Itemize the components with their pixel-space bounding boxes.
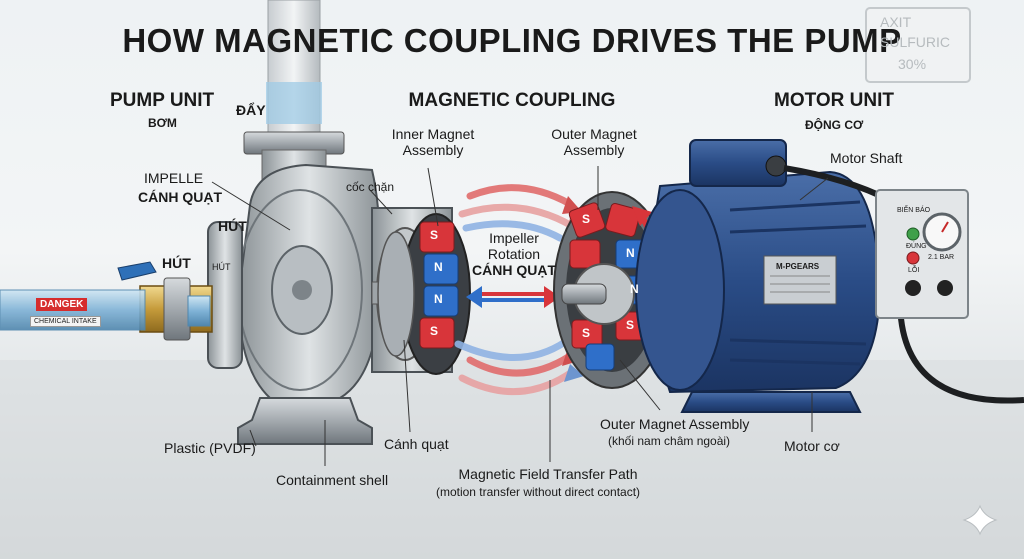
cup-label: cốc chặn — [346, 180, 395, 194]
rotation-arrowhead-red — [632, 206, 652, 226]
control-cable — [897, 299, 1024, 404]
pump-subheading: BƠM — [148, 116, 177, 130]
impeller-rotation-label-vi: CÁNH QUẠT — [472, 262, 556, 278]
inner-pole-3: N — [434, 292, 443, 306]
control-label-green: ĐÚNG — [906, 243, 927, 250]
inner-magnet-label: Inner Magnet Assembly — [391, 126, 475, 158]
transfer-double-arrow — [466, 286, 560, 308]
discharge-hose — [267, 0, 321, 151]
coupling-heading: MAGNETIC COUPLING — [408, 90, 616, 111]
containment-label: Containment shell — [276, 472, 389, 488]
motor-subheading: ĐỘNG CƠ — [805, 118, 864, 132]
field-arrows — [454, 184, 576, 396]
suction-flange — [207, 221, 243, 369]
discharge-label: ĐẨY — [236, 102, 266, 118]
blade-label: Cánh quạt — [384, 436, 449, 452]
outer-pole-4: S — [626, 318, 635, 332]
motor-bottom-label: Motor cơ — [784, 438, 840, 454]
suction-hose-short — [187, 295, 211, 327]
outer-pole-5: S — [582, 326, 591, 340]
valve-handle — [117, 261, 157, 281]
inner-pole-2: N — [434, 260, 443, 274]
field-path-label: Magnetic Field Transfer Path — [458, 466, 638, 482]
control-label-top: BIỂN BÁO — [897, 207, 931, 214]
cable-gland — [765, 155, 787, 177]
motor-foot — [680, 391, 862, 413]
pump-heading: PUMP UNIT — [110, 90, 215, 111]
warning-label: DANGEK — [36, 298, 88, 311]
wall-sign-line-3: 30% — [898, 56, 927, 72]
inner-magnet-ring — [377, 213, 471, 375]
gauge-label: 2.1 BAR — [928, 254, 955, 261]
suction-label-1: HÚT — [218, 218, 247, 234]
control-box — [875, 189, 969, 319]
outer-pole-1: S — [582, 212, 591, 226]
field-path-note: (motion transfer without direct contact) — [435, 485, 641, 499]
wall-sign-line-2: SULFURIC — [880, 34, 951, 50]
inner-pole-4: S — [430, 324, 439, 338]
motor-shaft-label: Motor Shaft — [830, 150, 903, 166]
nameplate-brand: M-PGEARS — [776, 262, 820, 271]
outer-magnet-label-bottom: Outer Magnet Assembly — [600, 416, 750, 432]
discharge-water — [266, 82, 322, 124]
impeller-label-vi: CÁNH QUẠT — [138, 189, 222, 205]
impeller-label-en: IMPELLE — [144, 170, 204, 186]
pump-foot — [237, 397, 373, 445]
plastic-label: Plastic (PVDF) — [164, 440, 256, 456]
outer-pole-3: N — [630, 282, 639, 296]
motor-body — [635, 170, 882, 394]
motor-nameplate — [763, 255, 837, 305]
control-label-red: LỖI — [908, 267, 920, 274]
outer-magnet-label-top: Outer Magnet Assembly — [551, 126, 637, 158]
suction-flange-label: HÚT — [212, 262, 231, 272]
suction-label-2: HÚT — [162, 255, 191, 271]
wall-sign — [865, 7, 971, 83]
inner-pole-1: S — [430, 228, 439, 242]
outer-pole-2: N — [626, 246, 635, 260]
valve-body — [163, 277, 191, 341]
wall-sign-line-1: AXIT — [880, 14, 912, 30]
pump-casing — [236, 163, 382, 399]
page-title: HOW MAGNETIC COUPLING DRIVES THE PUMP — [122, 22, 902, 59]
motor-heading: MOTOR UNIT — [774, 90, 894, 111]
impeller-rotation-label: Impeller Rotation — [487, 230, 541, 262]
outer-magnet-label-bottom-vi: (khối nam châm ngoài) — [608, 434, 731, 448]
leader-lines — [211, 166, 829, 466]
warning-sublabel: CHEMICAL INTAKE — [30, 316, 101, 327]
sparkle-icon — [962, 504, 998, 536]
